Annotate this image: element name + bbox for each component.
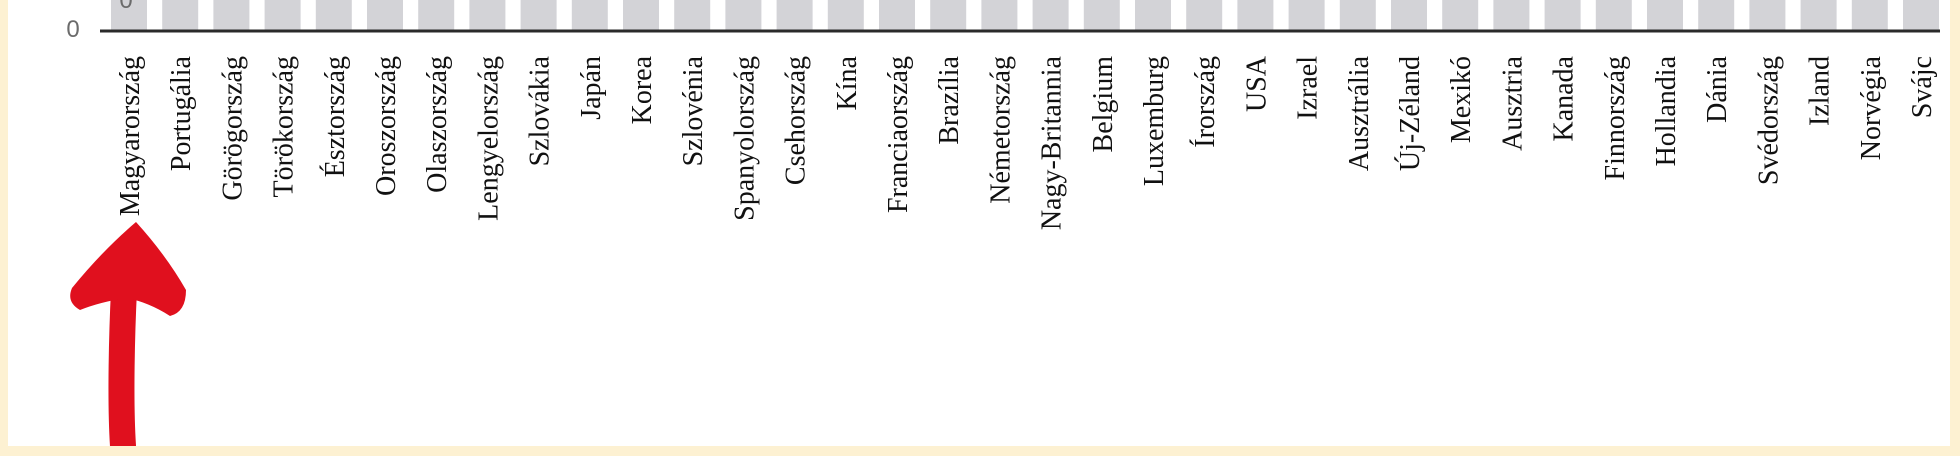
x-tick-label: Kanada [1549,55,1580,141]
bar [981,0,1018,31]
bar [213,0,250,31]
bar [1800,0,1837,31]
chart-panel: 0 0 Magyarország Portugália Görögország Tör… [8,0,1950,446]
bar [1493,0,1530,31]
category-labels: Magyarország Portugália Görögország Törökor… [115,55,1938,230]
bar [111,0,147,31]
x-tick-label: Mexikó [1446,56,1477,143]
bar-chart: 0 0 Magyarország Portugália Görögország Tör… [66,0,1940,446]
x-tick-label: Új-Zéland [1395,56,1426,171]
x-tick-label: Nagy-Britannia [1037,55,1068,230]
bar [520,0,557,31]
bar [827,0,864,31]
bar [1442,0,1479,31]
bar [1749,0,1786,31]
x-tick-label: Luxemburg [1139,56,1170,186]
arrow-head [70,222,186,316]
bar [1544,0,1581,31]
bar [162,0,199,31]
x-tick-label: Izland [1805,56,1836,126]
x-tick-label: Brazília [934,55,965,144]
bar [418,0,455,31]
x-tick-label: Görögország [217,56,248,201]
bar [1851,0,1888,31]
x-tick-label: Lengyelország [473,56,504,221]
x-tick-label: Németország [985,56,1016,204]
bar [1698,0,1735,31]
bar [1186,0,1223,31]
bar [315,0,352,31]
x-tick-label: Belgium [1088,56,1119,153]
x-tick-label: Törökország [269,56,300,198]
x-tick-label: Szlovénia [678,55,709,166]
bars-layer [111,0,1939,31]
x-tick-label: Magyarország [115,56,146,216]
x-tick-label: Svédország [1753,56,1784,185]
y-tick-label: 0 [66,16,79,43]
x-tick-label: Japán [576,56,607,120]
x-tick-label: Olaszország [422,56,453,193]
x-tick-label: Finnország [1600,56,1631,180]
bar [1237,0,1274,31]
bar [623,0,659,31]
bar [930,0,967,31]
bar [1647,0,1683,31]
x-tick-label: Kína [832,55,863,110]
bar [1391,0,1427,31]
x-tick-label: Svájc [1907,56,1938,118]
bar [1083,0,1120,31]
x-tick-label: USA [1241,55,1272,112]
x-tick-label: Franciaország [883,56,914,213]
x-tick-label: Izrael [1293,56,1324,120]
x-tick-label: Szlovákia [525,55,556,166]
red-arrow-annotation [70,222,186,446]
bar [1903,0,1939,31]
arrow-shaft [108,277,137,446]
bar [1339,0,1376,31]
bar [264,0,301,31]
x-tick-label: Dánia [1702,55,1733,122]
bar [1595,0,1632,31]
x-tick-label: Oroszország [371,56,402,196]
x-tick-label: Észtország [320,56,351,177]
x-tick-label: Portugália [166,55,197,171]
bar [1032,0,1069,31]
bar [776,0,813,31]
bar [367,0,403,31]
x-tick-label: Csehország [781,56,812,185]
bar-value-label: 0 [119,0,132,14]
x-tick-label: Korea [627,55,658,124]
x-tick-label: Norvégia [1856,55,1887,160]
x-tick-label: Hollandia [1651,55,1682,166]
x-tick-label: Spanyolország [729,56,760,221]
bar [1135,0,1171,31]
x-tick-label: Írország [1190,56,1221,148]
bar [571,0,608,31]
x-tick-label: Ausztrália [1344,55,1375,171]
bar [1288,0,1325,31]
bar [725,0,762,31]
bar [674,0,711,31]
bar [879,0,915,31]
x-tick-label: Ausztria [1497,55,1528,150]
bar [469,0,506,31]
